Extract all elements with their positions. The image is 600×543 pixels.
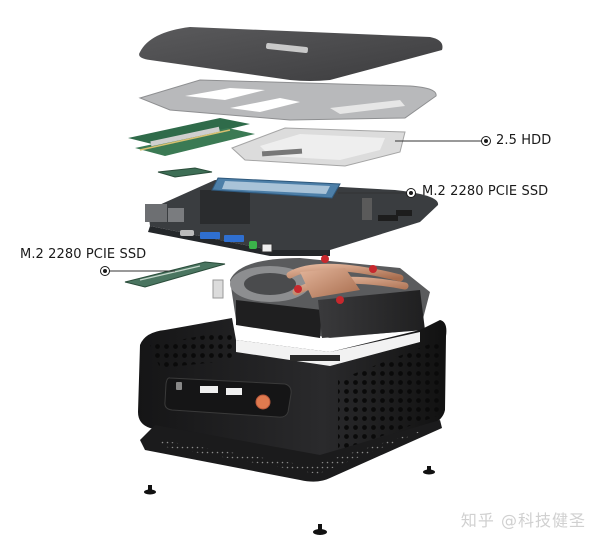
base-plate — [140, 420, 442, 482]
cooler-assembly — [212, 255, 430, 338]
watermark: 知乎 @科技健圣 — [460, 511, 586, 530]
power-button — [255, 394, 271, 410]
rubber-feet — [144, 466, 435, 535]
front-usb-port-1 — [200, 386, 218, 393]
ram-modules — [128, 118, 255, 156]
wifi-card — [157, 167, 213, 178]
foot-right — [423, 466, 435, 475]
hdd-drive — [231, 127, 406, 167]
hdd-callout-dot — [481, 136, 491, 146]
extra-ssd — [124, 261, 226, 288]
ssd-top-label: M.2 2280 PCIE SSD — [422, 184, 549, 199]
ssd-left-callout-dot — [100, 266, 110, 276]
hdd-label: 2.5 HDD — [496, 133, 552, 148]
chassis — [138, 318, 447, 463]
hdd-bracket — [138, 79, 437, 121]
ssd-left-label: M.2 2280 PCIE SSD — [20, 247, 147, 262]
front-usb-port-2 — [226, 388, 242, 395]
foot-bottom — [313, 524, 327, 535]
foot-left — [144, 485, 156, 495]
ssd-top-callout-dot — [406, 188, 416, 198]
front-io-panel — [164, 377, 292, 418]
top-cover — [139, 27, 443, 81]
motherboard — [145, 177, 439, 256]
